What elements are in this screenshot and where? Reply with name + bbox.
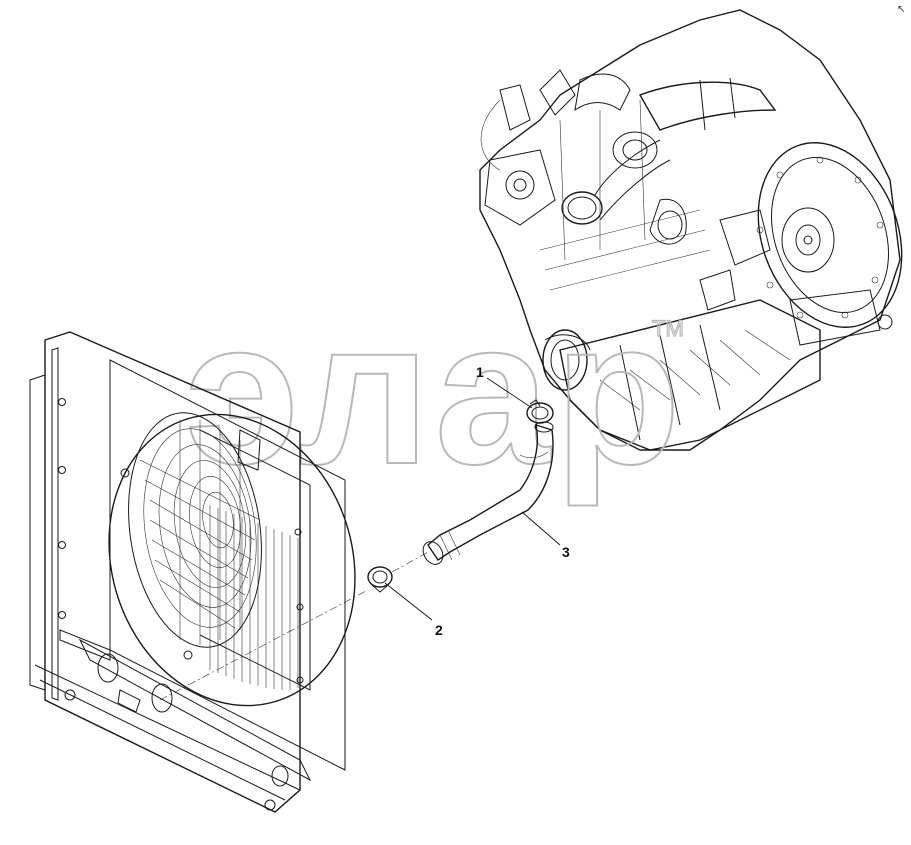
- watermark: элар TM: [184, 277, 685, 508]
- corner-mark: ↖: [897, 4, 905, 15]
- engine-assembly: [479, 9, 903, 451]
- callout-2-label: 2: [435, 622, 443, 638]
- callout-2: 2: [384, 582, 443, 638]
- callout-3: 3: [521, 511, 570, 560]
- callout-3-label: 3: [562, 544, 570, 560]
- callout-1-label: 1: [476, 364, 484, 380]
- watermark-text: элар: [185, 278, 685, 507]
- hose-clamp-upper: [526, 399, 554, 424]
- fan-guard: [128, 412, 262, 648]
- coolant-hose: [422, 421, 554, 565]
- radiator-assembly: [29, 331, 356, 813]
- callout-1: 1: [476, 364, 533, 409]
- radiator-fins: [209, 505, 299, 690]
- watermark-trademark: TM: [652, 316, 684, 341]
- hose-clamp-lower: [367, 566, 393, 593]
